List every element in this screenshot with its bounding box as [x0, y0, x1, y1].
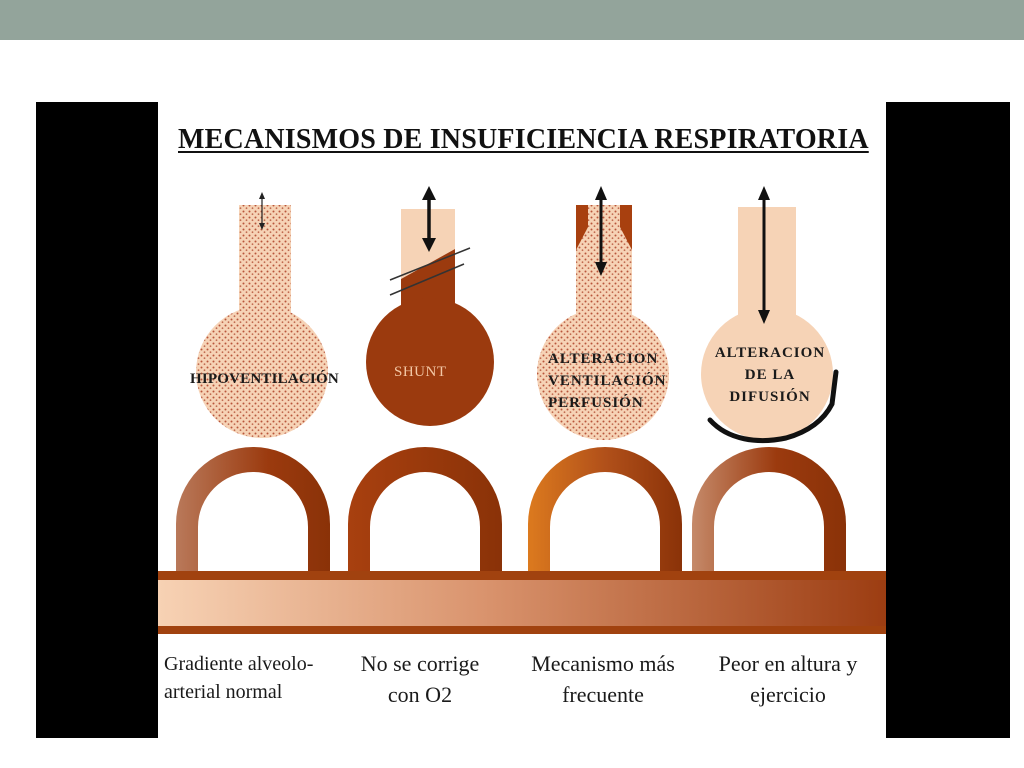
caption-shunt: No se corrige con O2	[340, 648, 500, 710]
capillary-arch-4	[692, 447, 846, 582]
caption-line: Gradiente alveolo-	[164, 653, 314, 675]
caption-line: con O2	[387, 682, 453, 707]
caption-alteracion-difusion: Peor en altura y ejercicio	[698, 648, 878, 710]
caption-line: Peor en altura y	[718, 651, 858, 676]
label-line: DE LA	[744, 367, 796, 383]
caption-alteracion-vq: Mecanismo más frecuente	[518, 648, 688, 710]
double-arrow-icon	[758, 186, 770, 324]
label-alteracion-difusion: ALTERACION DE LA DIFUSIÓN	[710, 342, 830, 408]
label-line: PERFUSIÓN	[548, 395, 644, 411]
caption-line: frecuente	[562, 682, 644, 707]
caption-line: arterial normal	[164, 681, 283, 703]
double-arrow-icon	[422, 186, 436, 252]
airway-4	[738, 207, 796, 317]
vessel-bottom-edge	[158, 626, 886, 634]
alveolus-shunt	[366, 186, 494, 426]
label-shunt: SHUNT	[394, 364, 447, 380]
label-line: DIFUSIÓN	[729, 389, 811, 405]
caption-line: ejercicio	[750, 682, 826, 707]
label-line: ALTERACION	[714, 345, 826, 361]
capillary-arch-3	[528, 447, 682, 582]
alveolus-bubble-3	[537, 308, 669, 440]
caption-line: No se corrige	[360, 651, 480, 676]
blood-vessel	[158, 580, 886, 626]
label-line: ALTERACION	[548, 351, 659, 367]
header-bar	[0, 0, 1024, 40]
caption-hipoventilacion: Gradiente alveolo- arterial normal	[164, 650, 313, 706]
alveolus-bubble-2	[366, 298, 494, 426]
respiratory-mechanisms-diagram	[158, 186, 886, 634]
caption-line: Mecanismo más	[531, 651, 675, 676]
alveolus-alteracion-difusion	[701, 186, 839, 444]
vessel-top-edge	[158, 571, 886, 580]
alveolus-alteracion-vq	[537, 186, 669, 440]
double-arrow-small-icon	[259, 192, 265, 230]
alveolus-hipoventilacion	[196, 192, 328, 438]
label-alteracion-vq: ALTERACION VENTILACIÓN PERFUSIÓN	[548, 348, 667, 414]
slide-title: MECANISMOS DE INSUFICIENCIA RESPIRATORIA	[178, 124, 869, 155]
label-hipoventilacion: HIPOVENTILACIÓN	[190, 371, 339, 387]
capillary-arch-1	[176, 447, 330, 582]
airway-1	[239, 205, 291, 315]
capillary-arch-2	[348, 447, 502, 582]
slide-canvas: MECANISMOS DE INSUFICIENCIA RESPIRATORIA…	[158, 102, 886, 738]
thickened-membrane	[707, 369, 839, 444]
label-line: VENTILACIÓN	[548, 373, 667, 389]
alveolus-bubble-1	[196, 306, 328, 438]
alveolus-bubble-4	[701, 308, 833, 440]
double-arrow-icon	[595, 186, 607, 276]
